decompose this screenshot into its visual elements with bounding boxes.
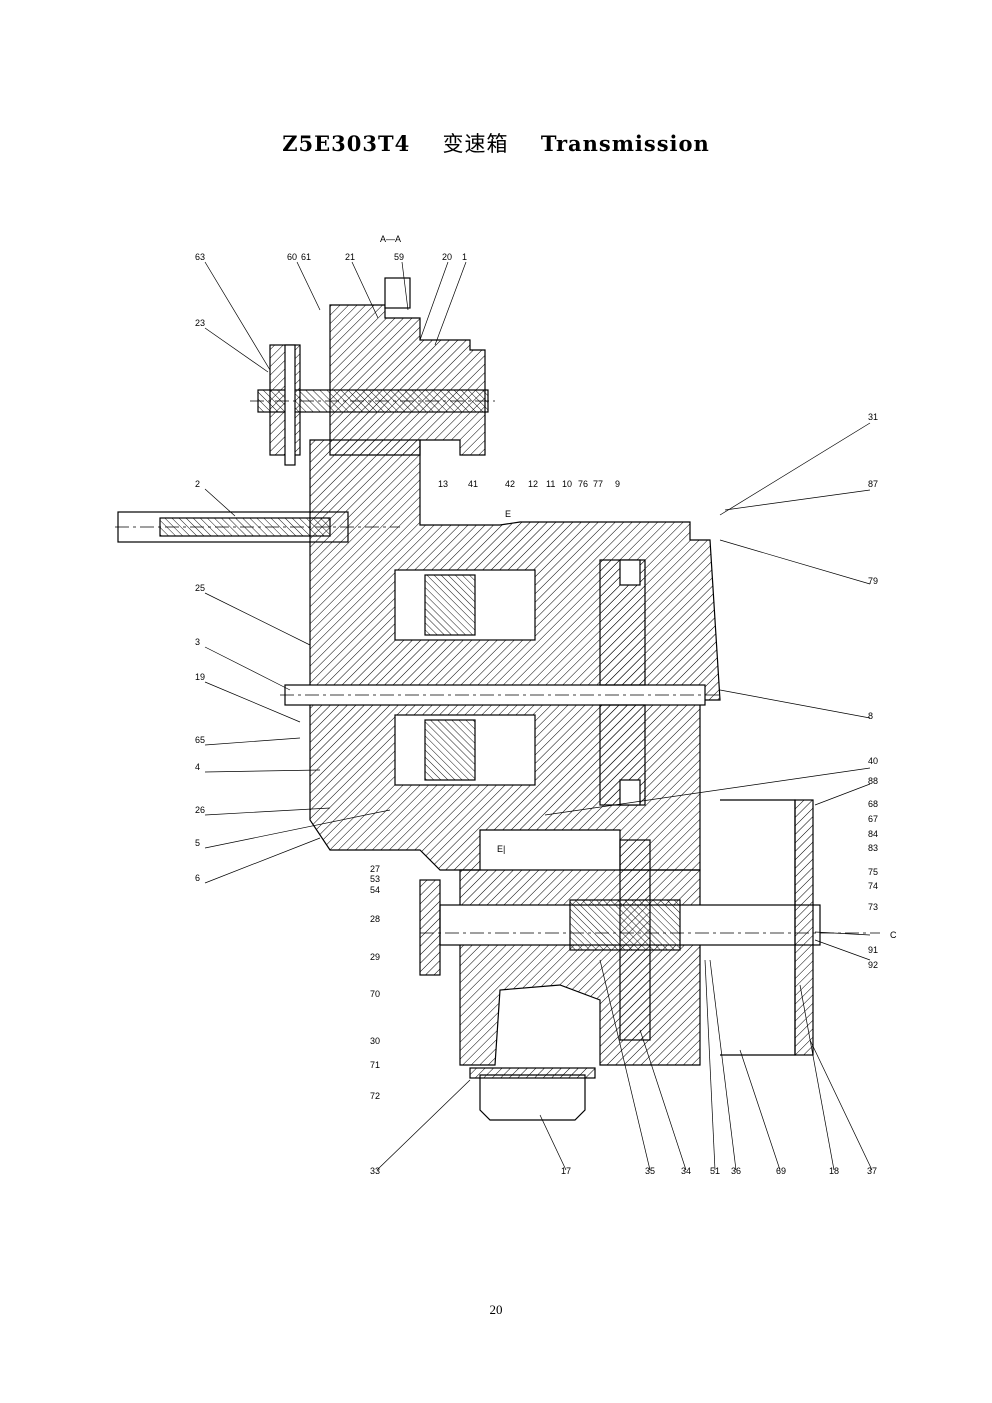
callout-label: 31 [868, 412, 878, 422]
upper-sensor [384, 277, 411, 309]
callout-label: 61 [301, 252, 311, 262]
title-english: Transmission [540, 131, 710, 156]
callout-label: 51 [710, 1166, 720, 1176]
callout-label: 73 [868, 902, 878, 912]
callout-label: 25 [195, 583, 205, 593]
output-gear-big [619, 839, 651, 1041]
callout-label: 88 [868, 776, 878, 786]
callouts-top: 60 61 21 59 20 1 [287, 252, 467, 262]
view-mark-c: C [890, 930, 897, 940]
callout-label: 72 [370, 1091, 380, 1101]
callout-label: 42 [505, 479, 515, 489]
callout-label: 21 [345, 252, 355, 262]
callout-label: 8 [868, 711, 873, 721]
callout-label: 59 [394, 252, 404, 262]
callout-label: 65 [195, 735, 205, 745]
callout-label: 9 [615, 479, 620, 489]
callout-label: 12 [528, 479, 538, 489]
callout-label: 63 [195, 252, 205, 262]
callouts-left: 63 23 2 25 3 19 65 4 26 5 6 [195, 252, 205, 883]
callout-label: 10 [562, 479, 572, 489]
view-mark-e-lower: E| [497, 844, 505, 854]
callout-label: 54 [370, 885, 380, 895]
callouts-bottom: 33 17 35 34 51 36 69 18 37 [370, 1166, 877, 1176]
leader-lines [204, 261, 873, 1171]
main-housing [309, 439, 721, 871]
callout-label: 41 [468, 479, 478, 489]
callout-label: 76 [578, 479, 588, 489]
output-gear-teeth-lower [619, 779, 641, 806]
oil-pan-flange [469, 1067, 596, 1079]
callout-label: 77 [593, 479, 603, 489]
callout-label: 28 [370, 914, 380, 924]
callout-label: 92 [868, 960, 878, 970]
clutch-plates-lower [424, 719, 476, 781]
title-chinese: 变速箱 [442, 132, 509, 156]
callouts-right: 31 87 79 8 40 88 68 67 84 83 75 74 73 91… [868, 412, 878, 970]
callout-label: 11 [546, 479, 555, 489]
callout-label: 40 [868, 756, 878, 766]
callout-label: 36 [731, 1166, 741, 1176]
callout-label: 1 [462, 252, 467, 262]
callout-label: 6 [195, 873, 200, 883]
callout-label: 71 [370, 1060, 380, 1070]
callout-label: 35 [645, 1166, 655, 1176]
oil-pan [479, 1074, 586, 1121]
callout-label: 33 [370, 1166, 380, 1176]
model-number: Z5E303T4 [282, 131, 411, 156]
callout-label: 13 [438, 479, 448, 489]
callout-label: 4 [195, 762, 200, 772]
callout-label: 60 [287, 252, 297, 262]
page-title: Z5E303T4 变速箱 Transmission [0, 128, 992, 158]
view-mark-e-upper: E [505, 509, 511, 519]
callout-label: 5 [195, 838, 200, 848]
callouts-left-lower: 27 53 54 28 29 70 30 71 72 [370, 864, 380, 1101]
callout-label: 3 [195, 637, 200, 647]
callout-label: 69 [776, 1166, 786, 1176]
upper-gear-teeth [284, 344, 296, 466]
upper-housing [329, 304, 486, 456]
callout-label: 79 [868, 576, 878, 586]
callout-label: 17 [561, 1166, 571, 1176]
callout-label: 20 [442, 252, 452, 262]
callout-label: 34 [681, 1166, 691, 1176]
callout-label: 37 [867, 1166, 877, 1176]
output-gear-teeth-upper [619, 559, 641, 586]
callout-label: 75 [868, 867, 878, 877]
section-label: A—A [380, 234, 401, 244]
callout-label: 18 [829, 1166, 839, 1176]
drawing-body [115, 277, 880, 1121]
callout-label: 53 [370, 874, 380, 884]
callout-label: 70 [370, 989, 380, 999]
callout-label: 84 [868, 829, 878, 839]
output-cover [720, 799, 796, 1056]
callout-label: 67 [868, 814, 878, 824]
callout-label: 29 [370, 952, 380, 962]
callout-label: 23 [195, 318, 205, 328]
output-flange-right [794, 799, 814, 1056]
callout-label: 74 [868, 881, 878, 891]
callout-label: 87 [868, 479, 878, 489]
callout-label: 19 [195, 672, 205, 682]
callout-label: 2 [195, 479, 200, 489]
callout-label: 26 [195, 805, 205, 815]
callout-label: 27 [370, 864, 380, 874]
callout-label: 83 [868, 843, 878, 853]
page-number: 20 [489, 1302, 503, 1317]
callouts-top-mid: 13 41 42 12 11 10 76 77 9 [438, 479, 620, 489]
callout-label: 91 [868, 945, 878, 955]
lower-housing [459, 869, 701, 1066]
callout-label: 30 [370, 1036, 380, 1046]
clutch-plates-upper [424, 574, 476, 636]
output-flange-left [419, 879, 441, 976]
callout-label: 68 [868, 799, 878, 809]
